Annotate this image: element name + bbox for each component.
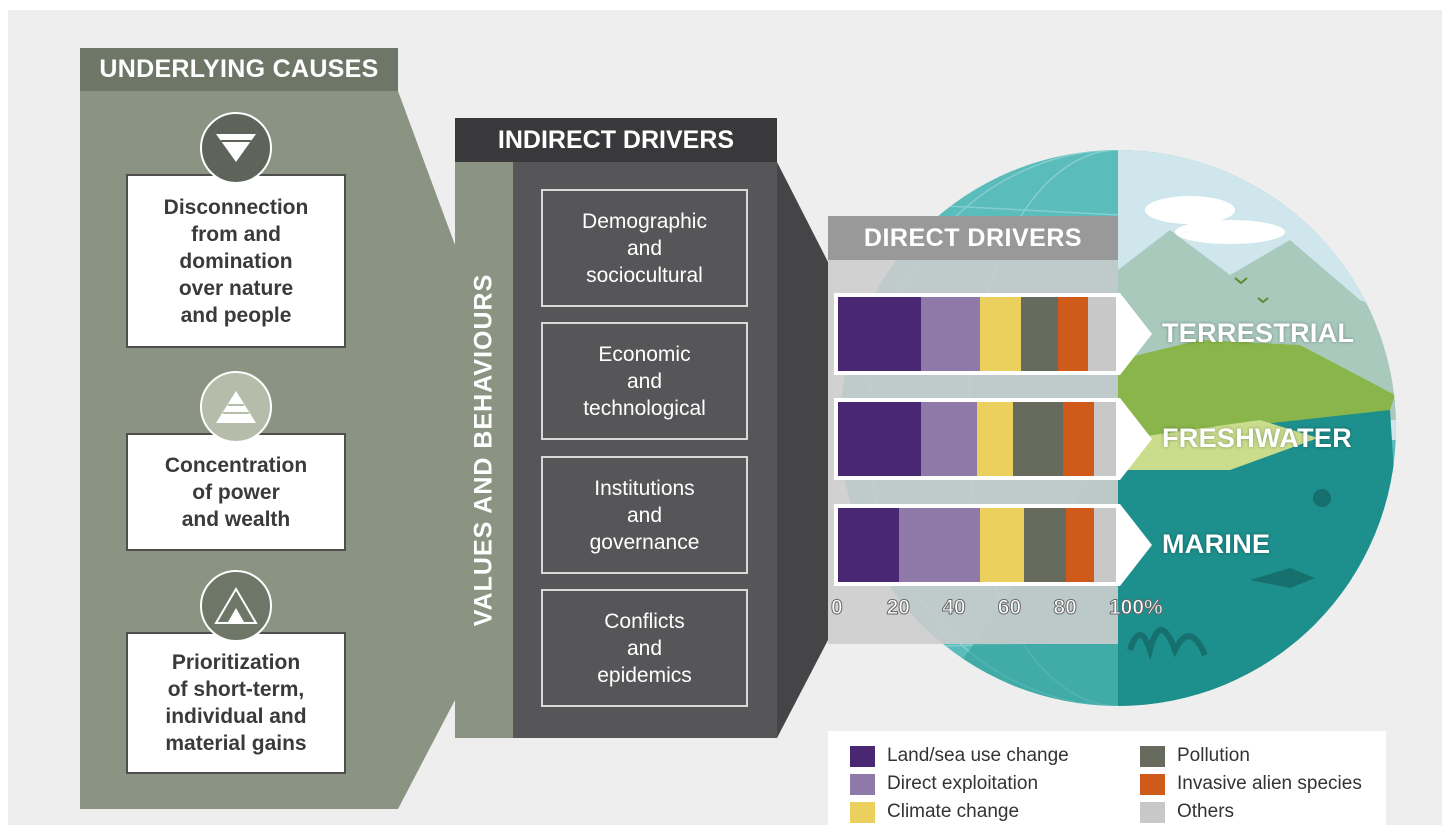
bar-segment xyxy=(1093,508,1116,582)
legend-label: Land/sea use change xyxy=(887,745,1069,766)
indirect-drivers-title: INDIRECT DRIVERS xyxy=(455,118,777,162)
bar-segment xyxy=(1024,508,1066,582)
indirect-driver-institutions: Institutions and governance xyxy=(541,456,748,574)
driver-line: and xyxy=(626,636,663,660)
direct-drivers-title: DIRECT DRIVERS xyxy=(828,216,1118,260)
x-tick-label: 80 xyxy=(1053,596,1077,620)
bar-pointer-freshwater xyxy=(1118,398,1152,480)
bar-segment xyxy=(838,297,922,371)
legend-swatch-climate xyxy=(850,801,875,823)
driver-line: and xyxy=(626,503,663,527)
legend: Land/sea use change Direct exploitation … xyxy=(828,731,1386,828)
driver-line: epidemics xyxy=(597,663,692,687)
legend-swatch-exploitation xyxy=(850,773,875,795)
indirect-drivers-panel xyxy=(513,162,777,738)
x-tick-label: 60 xyxy=(997,596,1022,620)
bar-segment xyxy=(1088,297,1116,371)
bar-segment xyxy=(1013,402,1064,476)
causes-connector xyxy=(398,91,455,809)
cause-line: from and xyxy=(191,222,281,246)
driver-line: sociocultural xyxy=(586,263,703,287)
bar-segment xyxy=(1065,508,1094,582)
realm-label-terrestrial: TERRESTRIAL xyxy=(1162,318,1355,348)
driver-line: Institutions xyxy=(594,476,695,500)
legend-item: Invasive alien species xyxy=(1140,773,1362,795)
realm-label-freshwater: FRESHWATER xyxy=(1162,423,1352,453)
indirect-driver-economic: Economic and technological xyxy=(541,322,748,440)
cause-prioritization: Prioritization of short-term, individual… xyxy=(126,632,346,774)
bar-segment xyxy=(921,402,977,476)
cause-label: Concentration of power and wealth xyxy=(165,452,307,533)
inverted-triangle-icon xyxy=(200,112,272,184)
x-tick-label: 100% xyxy=(1109,596,1164,620)
realm-label-marine: MARINE xyxy=(1162,529,1271,559)
bar-segment xyxy=(1057,297,1089,371)
cause-line: Concentration xyxy=(164,453,308,477)
cause-line: of short-term, xyxy=(167,678,305,701)
bar-segment xyxy=(979,508,1025,582)
cause-label: Disconnection from and domination over n… xyxy=(164,194,309,329)
legend-swatch-pollution xyxy=(1140,745,1165,767)
bar-segment xyxy=(979,297,1022,371)
driver-line: technological xyxy=(583,396,706,420)
driver-line: Demographic xyxy=(582,209,707,233)
cause-line: Disconnection xyxy=(163,195,309,219)
driver-line: Economic xyxy=(598,342,691,366)
driver-line: Conflicts xyxy=(604,609,685,633)
bar-pointer-terrestrial xyxy=(1118,293,1152,375)
values-behaviours-band xyxy=(455,162,513,738)
driver-line: and xyxy=(626,369,663,393)
indirect-connector xyxy=(777,162,828,738)
legend-item: Pollution xyxy=(1140,745,1250,767)
bar-segment xyxy=(921,297,980,371)
legend-item: Others xyxy=(1140,801,1234,823)
indirect-driver-demographic: Demographic and sociocultural xyxy=(541,189,748,307)
cause-line: and wealth xyxy=(181,507,291,531)
legend-swatch-others xyxy=(1140,801,1165,823)
cause-line: over nature xyxy=(178,276,294,300)
cause-line: material gains xyxy=(165,732,307,755)
legend-swatch-invasive xyxy=(1140,773,1165,795)
pyramid-icon xyxy=(200,371,272,443)
legend-item: Land/sea use change xyxy=(850,745,1069,767)
indirect-driver-conflicts: Conflicts and epidemics xyxy=(541,589,748,707)
legend-item: Direct exploitation xyxy=(850,773,1038,795)
legend-label: Climate change xyxy=(887,801,1020,822)
legend-label: Direct exploitation xyxy=(887,773,1039,794)
legend-swatch-land xyxy=(850,745,875,767)
x-tick-label: 40 xyxy=(942,596,966,620)
bar-segment xyxy=(838,508,900,582)
cause-line: and people xyxy=(180,303,292,327)
driver-line: governance xyxy=(589,530,700,554)
cause-line: Prioritization xyxy=(171,651,301,674)
legend-label: Invasive alien species xyxy=(1177,773,1362,794)
bar-segment xyxy=(899,508,980,582)
bar-segment xyxy=(977,402,1014,476)
bar-segment xyxy=(1021,297,1058,371)
cause-line: of power xyxy=(192,480,280,504)
bar-segment xyxy=(838,402,922,476)
cause-disconnection: Disconnection from and domination over n… xyxy=(126,174,346,348)
bar-segment xyxy=(1063,402,1094,476)
bar-segment xyxy=(1093,402,1116,476)
x-tick-label: 0 xyxy=(831,596,844,620)
x-tick-label: 20 xyxy=(886,596,910,620)
legend-label: Pollution xyxy=(1177,745,1250,766)
cause-line: domination xyxy=(179,249,293,273)
underlying-causes-title: UNDERLYING CAUSES xyxy=(80,48,398,91)
triangle-in-triangle-icon xyxy=(200,570,272,642)
driver-line: and xyxy=(626,236,663,260)
cause-line: individual and xyxy=(165,705,307,728)
legend-label: Others xyxy=(1177,801,1235,822)
cause-concentration: Concentration of power and wealth xyxy=(126,433,346,551)
cause-label: Prioritization of short-term, individual… xyxy=(165,649,306,757)
bar-pointer-marine xyxy=(1118,504,1152,586)
legend-item: Climate change xyxy=(850,801,1019,823)
